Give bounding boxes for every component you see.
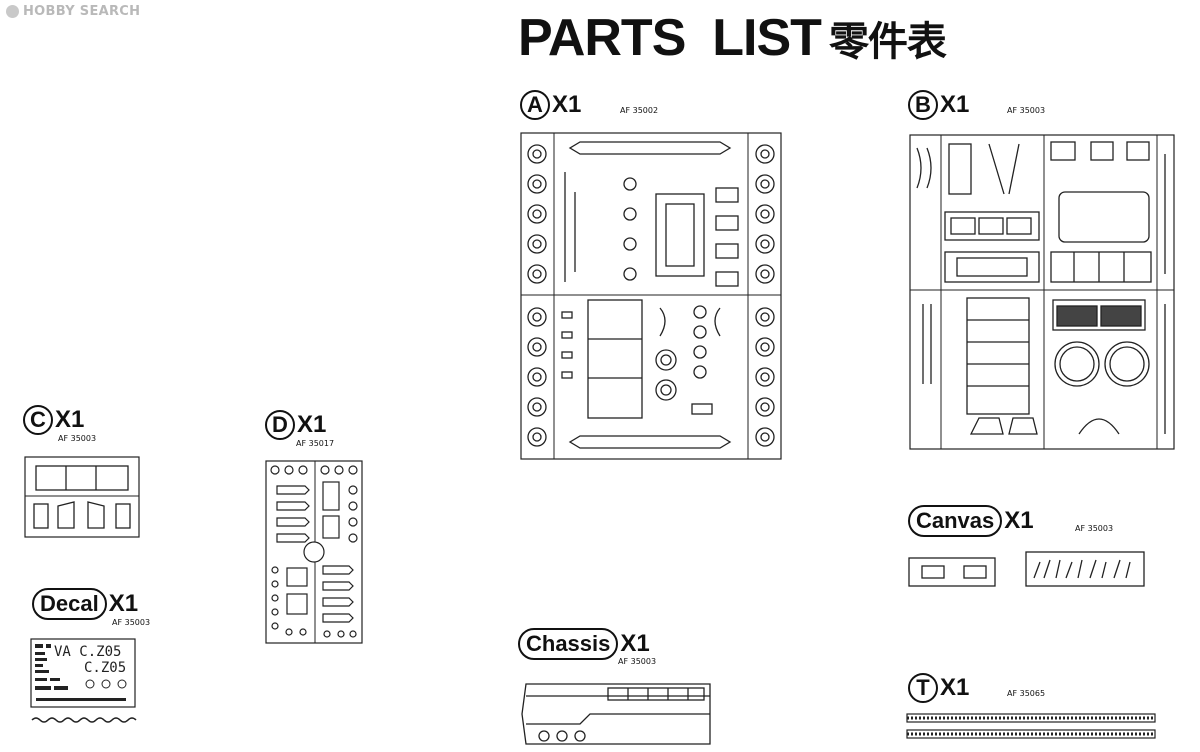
page-title: PARTS LIST 零件表	[518, 8, 947, 68]
part-d-header: D X1	[265, 410, 326, 440]
sprue-c-drawing	[24, 456, 140, 538]
part-a-qty: X1	[552, 91, 582, 118]
title-cjk: 零件表	[828, 19, 947, 65]
part-b-header: B X1	[908, 90, 969, 120]
part-t-code: AF 35065	[1007, 689, 1046, 698]
part-t-header: T X1	[908, 673, 969, 703]
part-a-code: AF 35002	[620, 106, 659, 115]
part-b-qty: X1	[940, 91, 970, 118]
part-c-qty: X1	[55, 406, 85, 433]
decal-header: Decal X1	[32, 588, 138, 620]
chassis-qty: X1	[620, 630, 650, 657]
canvas-parts-drawing	[908, 551, 1145, 587]
decal-qty: X1	[108, 590, 139, 617]
decal-text-line2: C.Z05	[84, 660, 126, 676]
chassis-code: AF 35003	[618, 657, 657, 666]
watermark: HOBBY SEARCH	[6, 4, 140, 19]
canvas-qty: X1	[1004, 507, 1034, 534]
hobby-search-logo-icon	[6, 5, 19, 18]
part-a-letter: A	[520, 90, 550, 120]
canvas-header: Canvas X1	[908, 505, 1034, 537]
part-c-code: AF 35003	[58, 434, 97, 443]
title-main: PARTS LIST	[518, 9, 822, 67]
part-d-letter: D	[265, 410, 295, 440]
decal-sheet-drawing: VA C.Z05 C.Z05	[30, 638, 137, 723]
decal-label: Decal	[32, 588, 107, 620]
canvas-code: AF 35003	[1075, 524, 1114, 533]
chassis-header: Chassis X1	[518, 628, 650, 660]
watermark-text: HOBBY SEARCH	[23, 4, 141, 19]
part-t-qty: X1	[940, 674, 970, 701]
sprue-b-drawing	[909, 134, 1175, 450]
part-b-code: AF 35003	[1007, 106, 1046, 115]
sprue-d-drawing	[265, 460, 363, 644]
chassis-drawing	[521, 683, 711, 745]
decal-code: AF 35003	[112, 618, 151, 627]
chassis-label: Chassis	[518, 628, 619, 660]
decal-text-line1: VA C.Z05	[54, 644, 121, 660]
part-a-header: A X1	[520, 90, 581, 120]
sprue-a-drawing	[520, 132, 782, 460]
part-c-header: C X1	[23, 405, 84, 435]
part-t-letter: T	[908, 673, 938, 703]
part-b-letter: B	[908, 90, 938, 120]
part-c-letter: C	[23, 405, 53, 435]
canvas-label: Canvas	[908, 505, 1003, 537]
part-d-code: AF 35017	[296, 439, 335, 448]
track-links-drawing	[906, 713, 1156, 739]
part-d-qty: X1	[297, 411, 327, 438]
